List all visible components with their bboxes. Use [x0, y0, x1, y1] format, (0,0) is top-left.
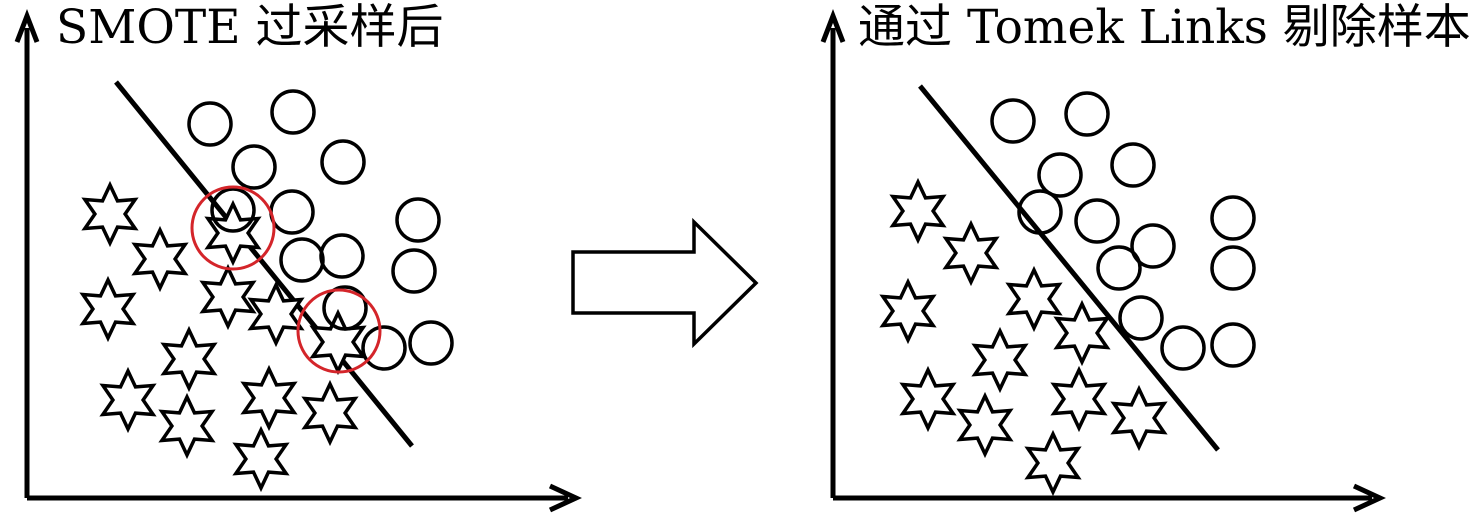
left-y-arrowhead [14, 9, 40, 43]
left-majority-circle-icon [361, 325, 407, 371]
left-majority-circle-icon [320, 139, 366, 185]
right-majority-circle-icon [1064, 91, 1110, 137]
right-minority-star-icon [1024, 429, 1082, 497]
left-panel-title: SMOTE 过采样后 [56, 0, 444, 55]
left-majority-circle-icon [322, 285, 368, 331]
left-minority-star-icon [160, 325, 218, 393]
left-majority-circle-icon [391, 248, 437, 294]
left-majority-circle-icon [279, 237, 325, 283]
left-minority-star-icon [199, 263, 257, 331]
left-majority-circle-icon [319, 233, 365, 279]
left-minority-star-icon [204, 199, 262, 267]
left-majority-circle-icon [187, 101, 233, 147]
right-panel-title: 通过 Tomek Links 剔除样本 [858, 0, 1471, 55]
left-minority-star-icon [232, 425, 290, 493]
right-majority-circle-icon [1160, 325, 1206, 371]
left-panel-axes [14, 9, 582, 513]
left-minority-star-icon [79, 275, 137, 343]
right-minority-star-icon [879, 277, 937, 345]
right-arrow-icon [571, 217, 759, 349]
left-majority-circle-icon [408, 320, 454, 366]
right-minority-star-icon [1110, 384, 1168, 452]
left-majority-circle-icon [231, 144, 277, 190]
right-x-arrowhead [1352, 483, 1386, 513]
left-minority-star-icon [131, 225, 189, 293]
right-majority-circle-icon [1210, 245, 1256, 291]
left-minority-star-icon [240, 364, 298, 432]
right-majority-circle-icon [1017, 189, 1063, 235]
left-tomek-link-ring [190, 185, 276, 271]
right-majority-circle-icon [1074, 198, 1120, 244]
right-minority-star-icon [1050, 365, 1108, 433]
left-majority-circle-icon [269, 189, 315, 235]
right-majority-circle-icon [990, 98, 1036, 144]
left-minority-star-icon [99, 366, 157, 434]
right-majority-circle-icon [1118, 295, 1164, 341]
right-minority-star-icon [942, 219, 1000, 287]
left-x-arrowhead [548, 483, 582, 513]
right-majority-circle-icon [1037, 152, 1083, 198]
left-decision-boundary [114, 80, 414, 448]
right-decision-boundary [918, 84, 1220, 452]
left-minority-star-icon [301, 379, 359, 447]
left-minority-star-icon [158, 392, 216, 460]
right-majority-circle-icon [1210, 322, 1256, 368]
left-majority-circle-icon [270, 89, 316, 135]
left-minority-star-icon [81, 180, 139, 248]
right-y-arrowhead [820, 9, 846, 43]
left-majority-circle-icon [395, 197, 441, 243]
right-minority-star-icon [1053, 299, 1111, 367]
left-minority-star-icon [309, 308, 367, 376]
left-tomek-link-ring [296, 288, 382, 374]
left-majority-circle-icon [210, 187, 256, 233]
left-minority-star-icon [247, 280, 305, 348]
right-majority-circle-icon [1210, 195, 1256, 241]
right-majority-circle-icon [1096, 245, 1142, 291]
right-majority-circle-icon [1130, 223, 1176, 269]
right-minority-star-icon [971, 326, 1029, 394]
right-majority-circle-icon [1110, 142, 1156, 188]
sample-markers [79, 89, 1256, 497]
right-panel-axes [820, 9, 1386, 513]
right-minority-star-icon [956, 391, 1014, 459]
right-minority-star-icon [899, 365, 957, 433]
right-minority-star-icon [1005, 265, 1063, 333]
right-minority-star-icon [889, 177, 947, 245]
